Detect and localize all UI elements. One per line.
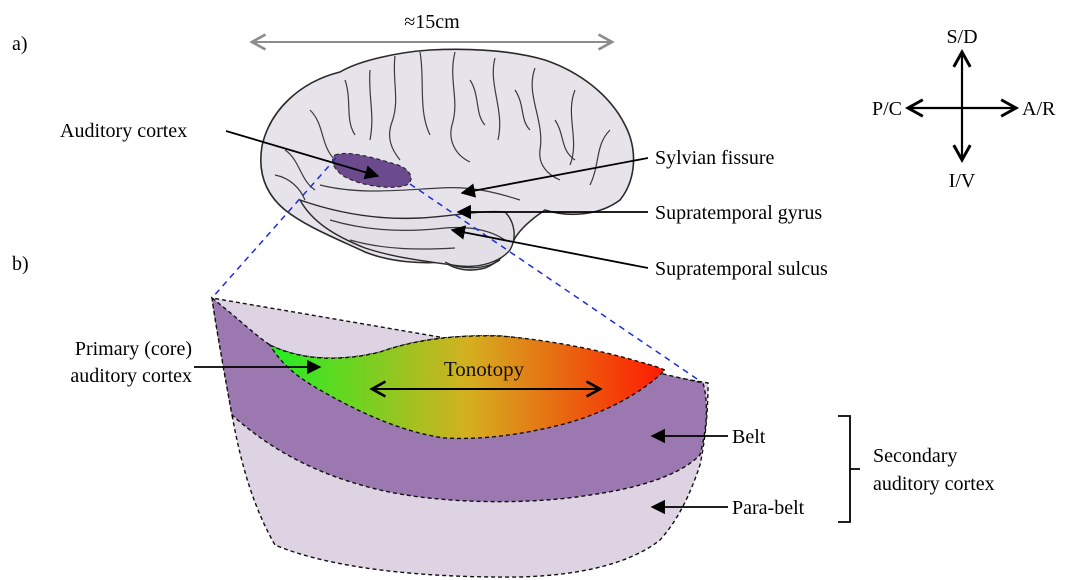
panel-label-a: a) — [12, 33, 28, 55]
label-auditory-cortex: Auditory cortex — [60, 120, 187, 142]
scale-label: ≈15cm — [404, 11, 460, 33]
brain-illustration — [261, 49, 634, 270]
compass-left-label: P/C — [872, 98, 902, 120]
label-secondary-line2: auditory cortex — [873, 473, 995, 495]
label-secondary-line1: Secondary — [873, 445, 957, 467]
cortex-detail: Tonotopy — [212, 298, 708, 577]
label-supratemporal-gyrus: Supratemporal gyrus — [655, 202, 822, 224]
secondary-bracket — [838, 416, 860, 522]
orientation-compass: S/D I/V P/C A/R — [872, 26, 1056, 192]
label-sylvian-fissure: Sylvian fissure — [655, 147, 775, 169]
label-parabelt: Para-belt — [732, 497, 805, 519]
compass-right-label: A/R — [1022, 98, 1056, 120]
label-tonotopy: Tonotopy — [444, 357, 525, 381]
compass-up-label: S/D — [946, 26, 977, 48]
label-primary-line2: auditory cortex — [70, 365, 192, 387]
panel-label-b: b) — [12, 253, 29, 275]
compass-down-label: I/V — [949, 170, 976, 192]
label-supratemporal-sulcus: Supratemporal sulcus — [655, 258, 828, 280]
scale-bar: ≈15cm — [252, 11, 612, 42]
label-belt: Belt — [732, 426, 766, 448]
label-primary-line1: Primary (core) — [75, 338, 192, 360]
